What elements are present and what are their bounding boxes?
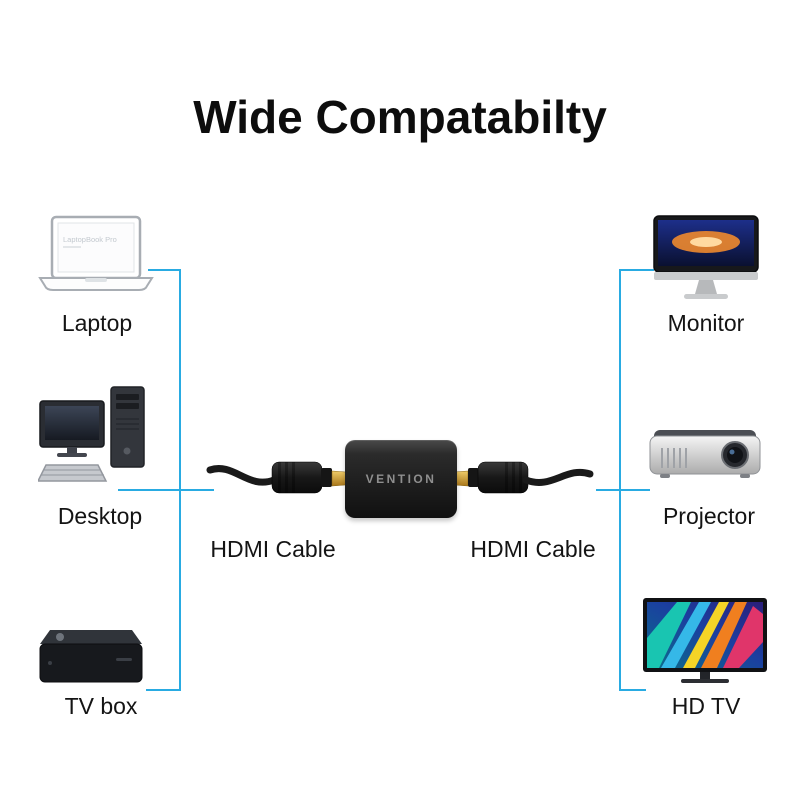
laptop-label: Laptop xyxy=(61,310,133,336)
left-hdmi-cable-label: HDMI Cable xyxy=(210,536,336,562)
connector-line-right-vertical xyxy=(619,269,621,691)
vention-brand-label: VENTION xyxy=(365,472,437,486)
tv-box-icon xyxy=(34,620,149,694)
projector-label: Projector xyxy=(662,503,756,529)
connector-line-right-hdtv xyxy=(620,689,646,691)
right-hdmi-cable xyxy=(447,461,594,494)
left-hdmi-cable xyxy=(206,461,353,494)
hdmi-coupler: VENTION xyxy=(345,440,457,518)
connector-line-left-desktop xyxy=(118,489,214,491)
hd-tv-icon xyxy=(643,598,767,688)
connector-line-left-vertical xyxy=(179,269,181,691)
hdmi-cables-illustration xyxy=(200,428,600,533)
monitor-icon xyxy=(652,214,762,306)
right-hdmi-cable-label: HDMI Cable xyxy=(470,536,596,562)
hd-tv-label: HD TV xyxy=(671,693,741,719)
connector-line-right-projector xyxy=(596,489,650,491)
desktop-icon xyxy=(38,385,163,485)
page-title: Wide Compatabilty xyxy=(193,91,607,143)
tv-box-label: TV box xyxy=(64,693,138,719)
monitor-label: Monitor xyxy=(667,310,745,336)
connector-line-right-monitor xyxy=(620,269,654,271)
projector-icon xyxy=(648,424,763,486)
laptop-screen-text: LaptopBook Pro xyxy=(63,235,117,244)
desktop-label: Desktop xyxy=(57,503,143,529)
laptop-icon: LaptopBook Pro xyxy=(36,214,156,306)
connector-line-left-tvbox xyxy=(146,689,181,691)
connector-line-left-laptop xyxy=(148,269,181,271)
